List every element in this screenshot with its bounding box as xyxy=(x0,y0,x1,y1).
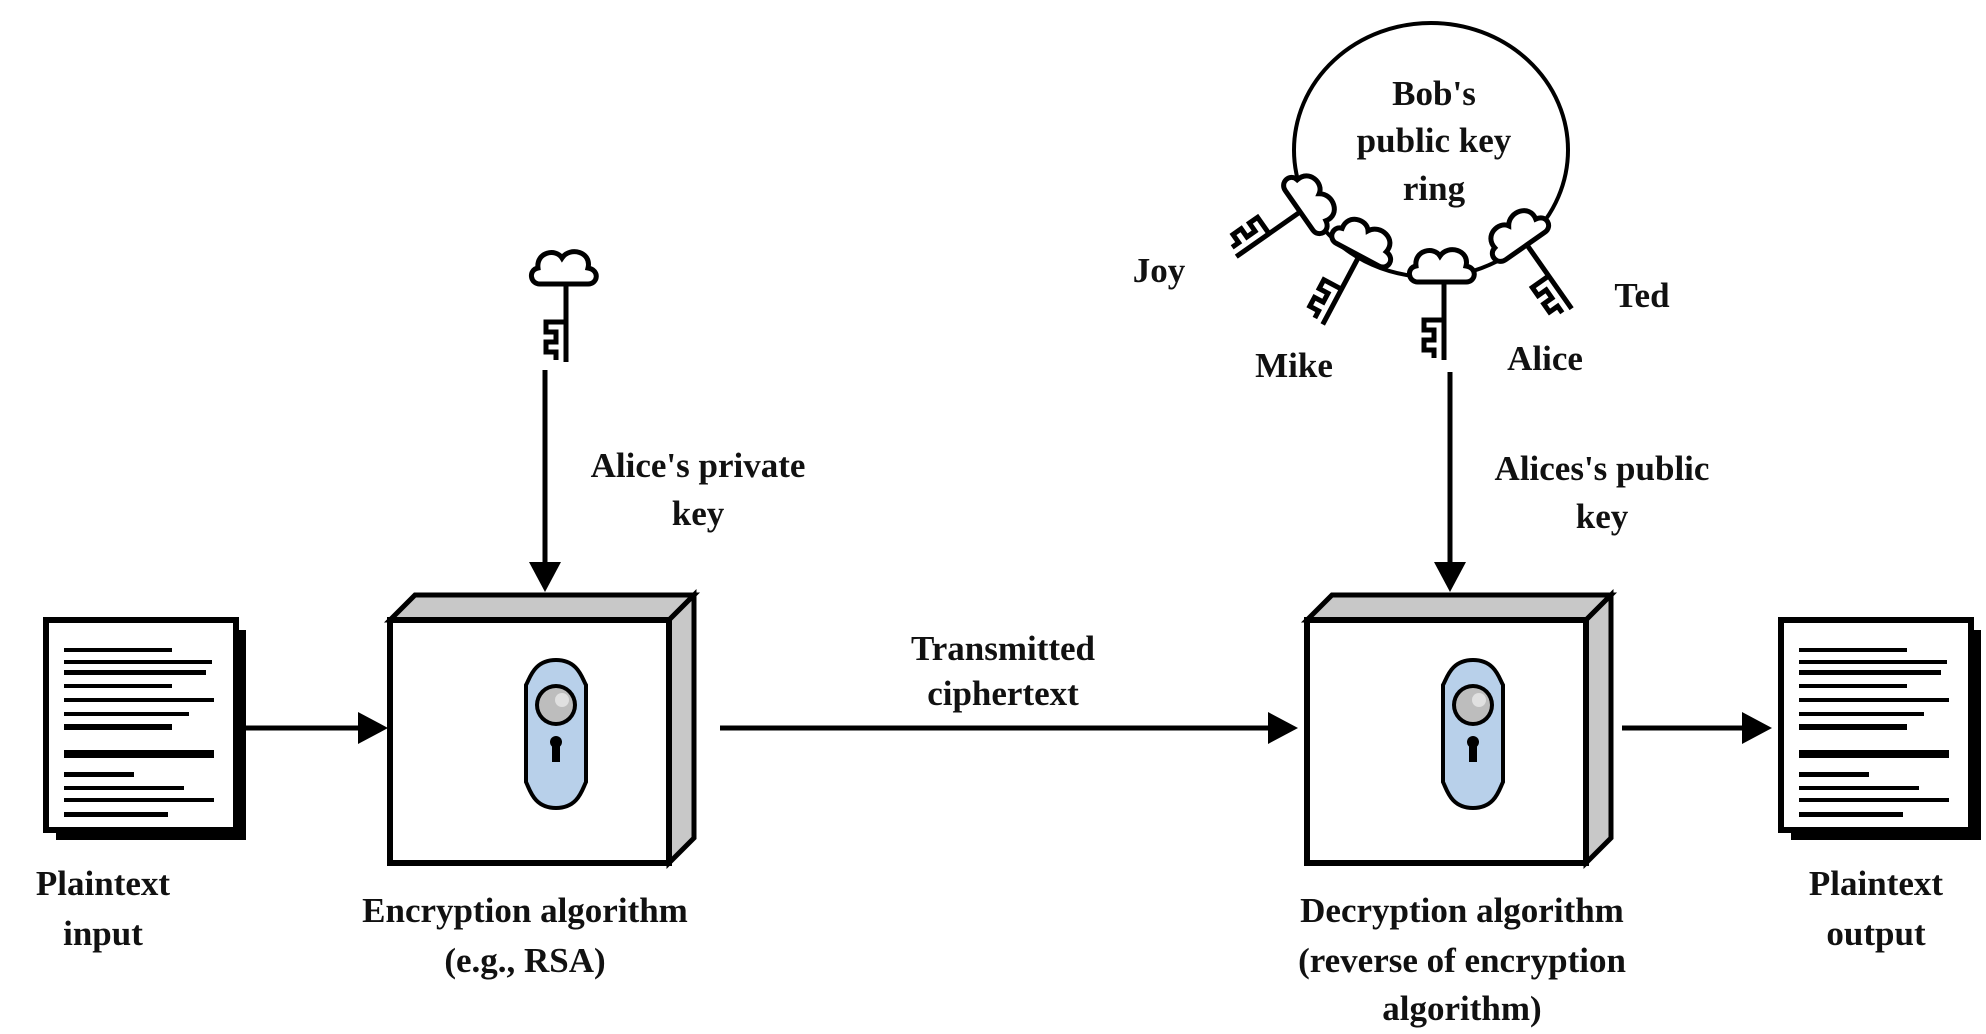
plaintext-output-document-icon xyxy=(1781,620,1981,840)
mike-key-icon xyxy=(1292,211,1401,339)
encryption-box-lock-icon xyxy=(390,595,694,863)
arrow-input-to-encryption xyxy=(241,712,388,744)
key-label-alice: Alice xyxy=(1507,339,1583,378)
private-key-icon xyxy=(531,252,596,362)
plaintext-input-document-icon xyxy=(46,620,246,840)
arrow-private-key-to-encryption xyxy=(529,370,561,592)
alice-public-key-icon xyxy=(1409,250,1474,360)
arrow-ciphertext xyxy=(720,712,1298,744)
key-label-ted: Ted xyxy=(1614,276,1670,315)
decryption-algorithm-label: Decryption algorithm(reverse of encrypti… xyxy=(1298,891,1626,1028)
key-label-joy: Joy xyxy=(1133,251,1186,290)
encryption-algorithm-label: Encryption algorithm(e.g., RSA) xyxy=(362,891,688,980)
arrow-public-key-to-decryption xyxy=(1434,372,1466,592)
key-label-mike: Mike xyxy=(1255,346,1333,385)
arrow-decryption-to-output xyxy=(1622,712,1772,744)
decryption-box-lock-icon xyxy=(1307,595,1611,863)
